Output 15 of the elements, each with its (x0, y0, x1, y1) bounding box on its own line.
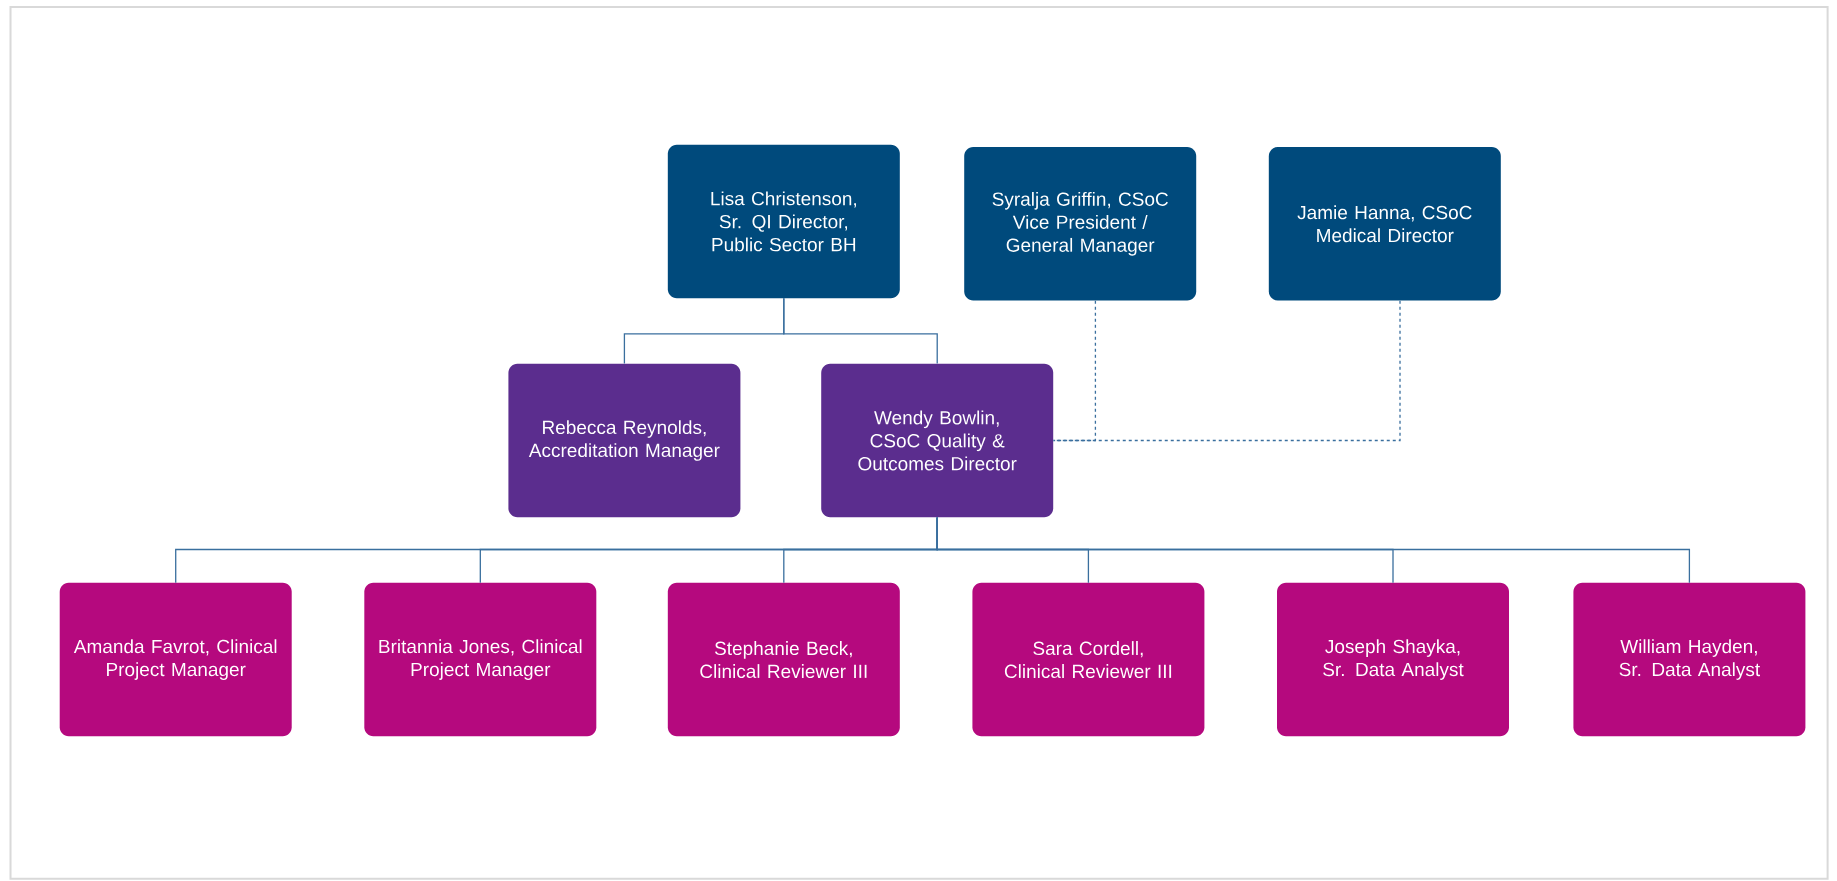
connector-line (783, 297, 938, 365)
connector-line (1052, 300, 1097, 442)
person-box: Syralja Griffin, CSoC Vice President / General Manager (964, 147, 1197, 301)
person-box: Sara Cordell, Clinical Reviewer III (972, 582, 1205, 737)
person-box: William Hayden, Sr. Data Analyst (1573, 582, 1806, 737)
connector-line (1052, 300, 1401, 442)
person-box: Britannia Jones, Clinical Project Manager (364, 582, 597, 737)
person-box: Lisa Christenson, Sr. QI Director, Public Sector BH (667, 144, 900, 299)
person-box: Stephanie Beck, Clinical Reviewer III (667, 582, 900, 737)
connector-line (936, 516, 1691, 584)
person-box: Amanda Favrot, Clinical Project Manager (59, 582, 292, 737)
person-box: Jamie Hanna, CSoC Medical Director (1268, 147, 1501, 301)
person-box: Wendy Bowlin, CSoC Quality & Outcomes Director (821, 363, 1054, 518)
person-box: Rebecca Reynolds, Accreditation Manager (508, 363, 741, 518)
person-box: Joseph Shayka, Sr. Data Analyst (1277, 582, 1509, 737)
